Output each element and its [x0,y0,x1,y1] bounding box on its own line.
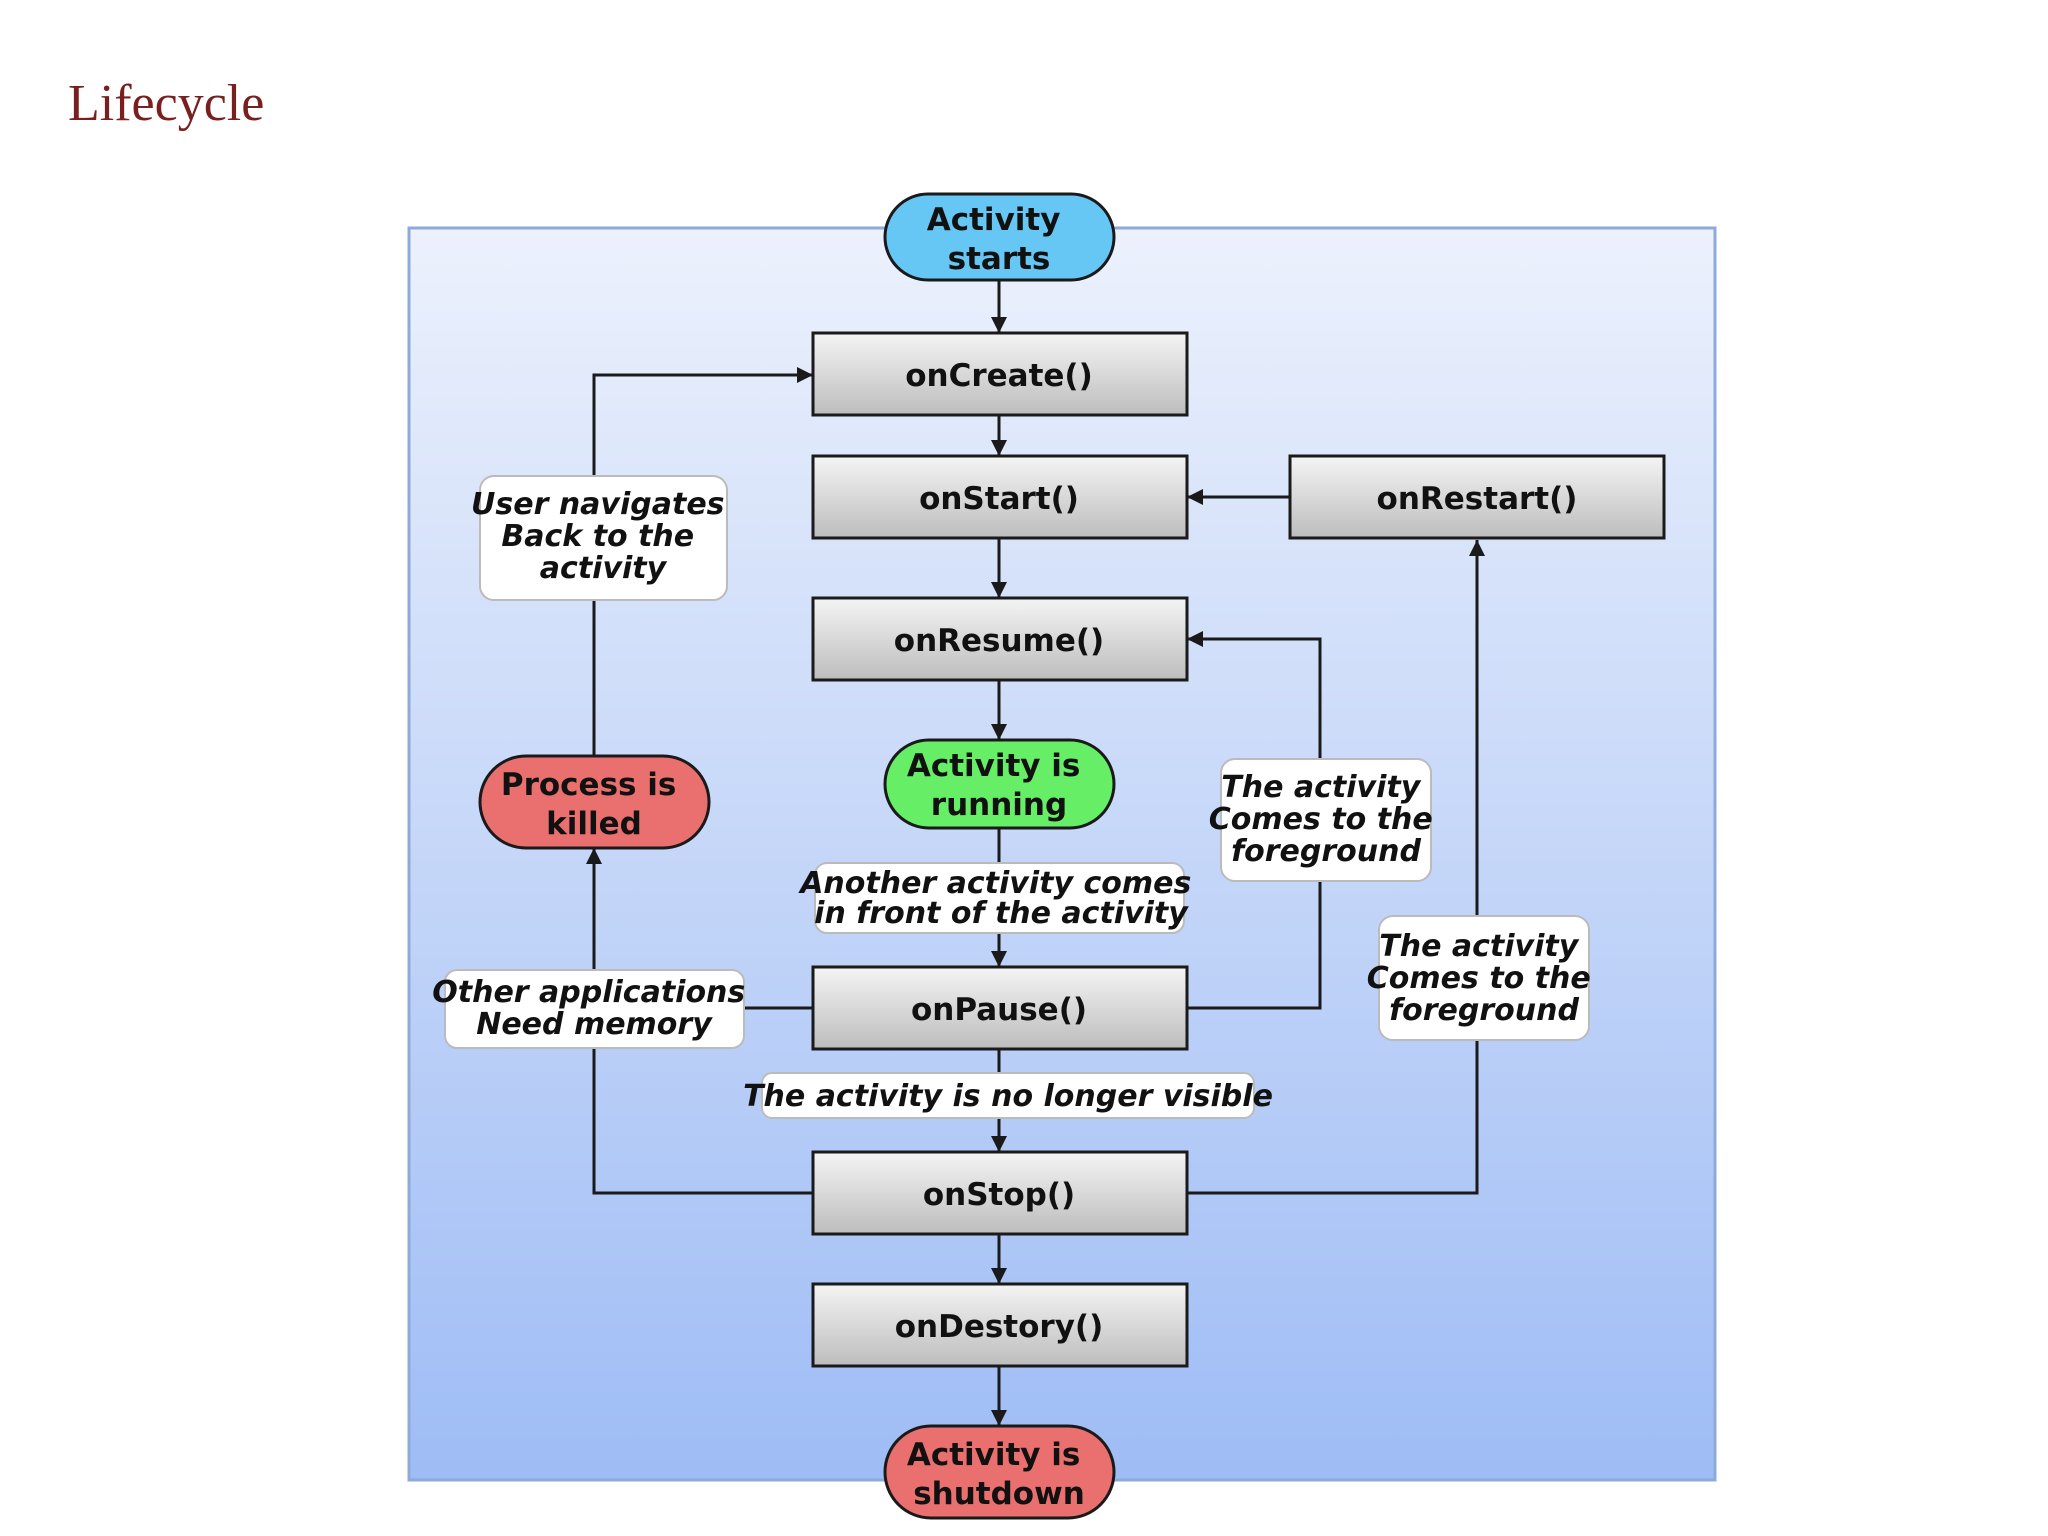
edge-labels: User navigates Back to the activity The … [432,475,1601,1119]
edge-stop-to-restart [1187,540,1485,1195]
label-another-activity-front: Another activity comes in front of the a… [798,862,1202,934]
node-activity-shutdown: Activity is shutdown [883,1424,1116,1520]
node-activity-shutdown-line-2: shutdown [913,1476,1085,1512]
node-process-killed: Process is killed [478,754,711,850]
node-activity-running-line-2: running [931,787,1067,823]
node-on-stop-label: onStop() [923,1177,1075,1213]
node-process-killed-line-2: killed [546,806,642,842]
svg-text:Activity is running: Activity is running [907,748,1091,823]
nodes: Activity starts onCreate() onStart() onR… [478,192,1666,1520]
label-user-navigates-back-line-2: Back to the [501,519,694,554]
svg-text:Other applications Nee: Other applications Need memory [432,975,755,1042]
node-on-resume: onResume() [811,596,1189,682]
node-on-restart-label: onRestart() [1377,481,1578,517]
node-on-restart: onRestart() [1288,454,1666,540]
edge-stop-to-killed-join [592,1008,813,1195]
edge-killed-to-create [592,367,813,756]
node-activity-shutdown-line-1: Activity is [907,1437,1081,1473]
node-on-destroy-label: onDestory() [895,1309,1104,1345]
node-on-start: onStart() [811,454,1189,540]
node-activity-starts-line-2: starts [948,241,1051,277]
label-foreground-to-resume-line-1: The activity [1221,770,1421,805]
svg-text:The activity Comes to: The activity Comes to the foreground [1209,770,1443,869]
connectors [586,280,1485,1426]
label-user-navigates-back: User navigates Back to the activity [471,475,735,601]
label-foreground-to-restart-line-1: The activity [1379,929,1579,964]
node-process-killed-line-1: Process is [501,767,676,803]
node-on-stop: onStop() [811,1150,1189,1236]
node-on-destroy: onDestory() [811,1282,1189,1368]
node-on-pause: onPause() [811,965,1189,1051]
label-other-apps-need-memory-line-1: Other applications [432,975,745,1010]
label-other-apps-need-memory-line-2: Need memory [476,1007,713,1042]
label-user-navigates-back-line-3: activity [540,551,668,586]
label-foreground-to-resume: The activity Comes to the foreground [1209,758,1443,882]
node-on-create-label: onCreate() [905,358,1093,394]
node-activity-starts-line-1: Activity [927,202,1061,238]
svg-text:Process is killed: Process is killed [501,767,687,842]
label-other-apps-need-memory: Other applications Need memory [432,969,755,1049]
svg-text:The activity Comes to: The activity Comes to the foreground [1367,929,1601,1028]
node-activity-running-line-1: Activity is [907,748,1081,784]
node-activity-starts: Activity starts [883,192,1116,282]
label-another-activity-front-line-2: in front of the activity [814,896,1189,931]
label-no-longer-visible-line-1: The activity is no longer visible [743,1079,1273,1114]
slide-title: Lifecycle [68,75,265,132]
svg-text:Activity starts: Activity starts [927,202,1071,277]
label-foreground-to-resume-line-3: foreground [1231,834,1421,869]
label-foreground-to-restart-line-3: foreground [1389,993,1579,1028]
label-foreground-to-resume-line-2: Comes to the [1209,802,1433,837]
label-foreground-to-restart-line-2: Comes to the [1367,961,1591,996]
diagram-panel [407,226,1717,1482]
label-another-activity-front-line-1: Another activity comes [798,866,1191,901]
svg-text:Another activity comes: Another activity comes in front of the a… [798,866,1202,931]
label-foreground-to-restart: The activity Comes to the foreground [1367,915,1601,1041]
node-on-resume-label: onResume() [894,623,1104,659]
label-no-longer-visible: The activity is no longer visible [743,1072,1273,1119]
node-activity-running: Activity is running [883,738,1116,830]
svg-text:User navigates Back to: User navigates Back to the activity [471,487,735,586]
node-on-start-label: onStart() [919,481,1079,517]
label-user-navigates-back-line-1: User navigates [471,487,725,522]
svg-text:Activity is shutdown: Activity is shutdown [907,1437,1091,1512]
node-on-pause-label: onPause() [911,992,1087,1028]
node-on-create: onCreate() [811,331,1189,417]
